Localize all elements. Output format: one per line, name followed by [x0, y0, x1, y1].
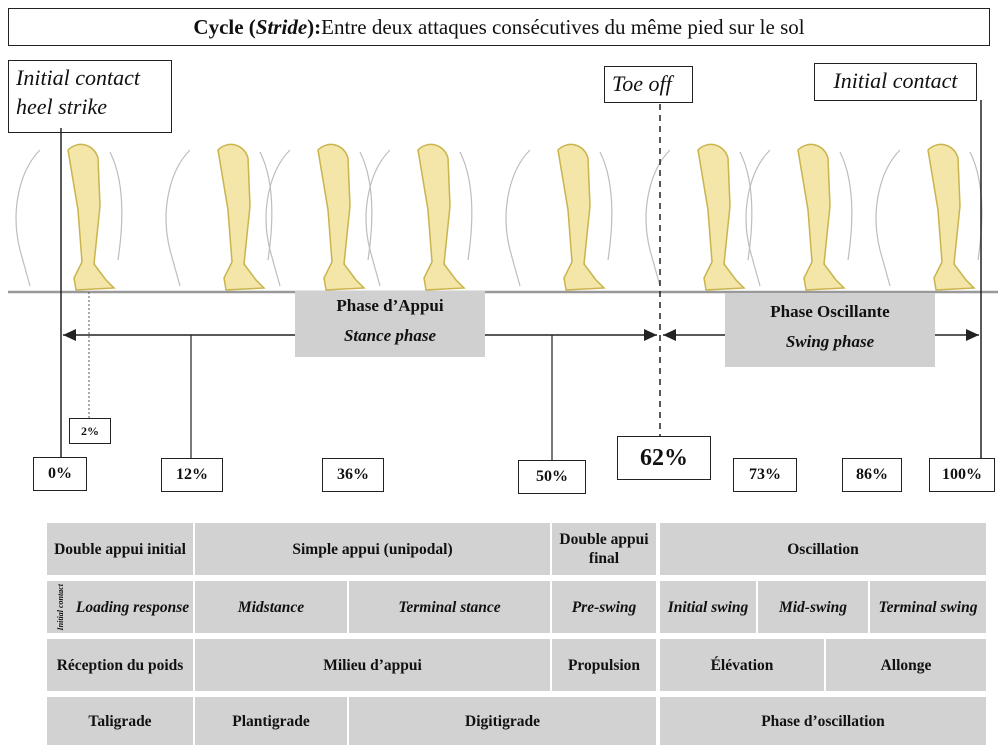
leg-figure-6 [645, 143, 753, 291]
leg-figure-2 [165, 143, 273, 291]
initial-contact-right-label: Initial contact [814, 63, 977, 101]
cell-elevation: Élévation [660, 639, 824, 691]
leg-figure-7 [745, 143, 853, 291]
initial-contact-heel-strike-label: Initial contact heel strike [8, 60, 172, 133]
toe-off-table-divider [657, 523, 659, 745]
pct-12: 12% [161, 458, 223, 492]
cell-digitigrade: Digitigrade [349, 697, 656, 745]
cell-pre-swing: Pre-swing [552, 581, 656, 633]
cell-double-appui-final: Double appui final [552, 523, 656, 575]
cell-taligrade: Taligrade [47, 697, 193, 745]
pct-50: 50% [518, 460, 586, 494]
pct-2: 2% [69, 418, 111, 444]
cell-loading-response: Initial contact Loading response [47, 581, 193, 633]
pct-86: 86% [842, 458, 902, 492]
cell-propulsion: Propulsion [552, 639, 656, 691]
cell-phase-oscillation: Phase d’oscillation [660, 697, 986, 745]
leg-figure-1 [15, 143, 123, 291]
toe-off-label: Toe off [604, 66, 693, 103]
pct-73: 73% [733, 458, 797, 492]
pct-36: 36% [322, 458, 384, 492]
leg-figure-4 [365, 143, 473, 291]
pct-100: 100% [929, 458, 995, 492]
cell-midstance: Midstance [195, 581, 347, 633]
cell-double-appui-initial: Double appui initial [47, 523, 193, 575]
leg-figure-3 [265, 143, 373, 291]
cell-initial-swing: Initial swing [660, 581, 756, 633]
swing-phase-label: Phase Oscillante Swing phase [725, 293, 935, 367]
cell-terminal-stance: Terminal stance [349, 581, 550, 633]
cell-plantigrade: Plantigrade [195, 697, 347, 745]
cell-milieu-appui: Milieu d’appui [195, 639, 550, 691]
leg-figure-8 [875, 143, 983, 291]
cycle-title: Cycle (Stride): Entre deux attaques cons… [8, 8, 990, 46]
cell-simple-appui: Simple appui (unipodal) [195, 523, 550, 575]
cell-mid-swing: Mid-swing [758, 581, 868, 633]
cell-oscillation: Oscillation [660, 523, 986, 575]
cell-allonge: Allonge [826, 639, 986, 691]
pct-62: 62% [617, 436, 711, 480]
leg-figure-5 [505, 143, 613, 291]
pct-0: 0% [33, 457, 87, 491]
cell-reception-du-poids: Réception du poids [47, 639, 193, 691]
cell-terminal-swing: Terminal swing [870, 581, 986, 633]
stance-phase-label: Phase d’Appui Stance phase [295, 291, 485, 357]
